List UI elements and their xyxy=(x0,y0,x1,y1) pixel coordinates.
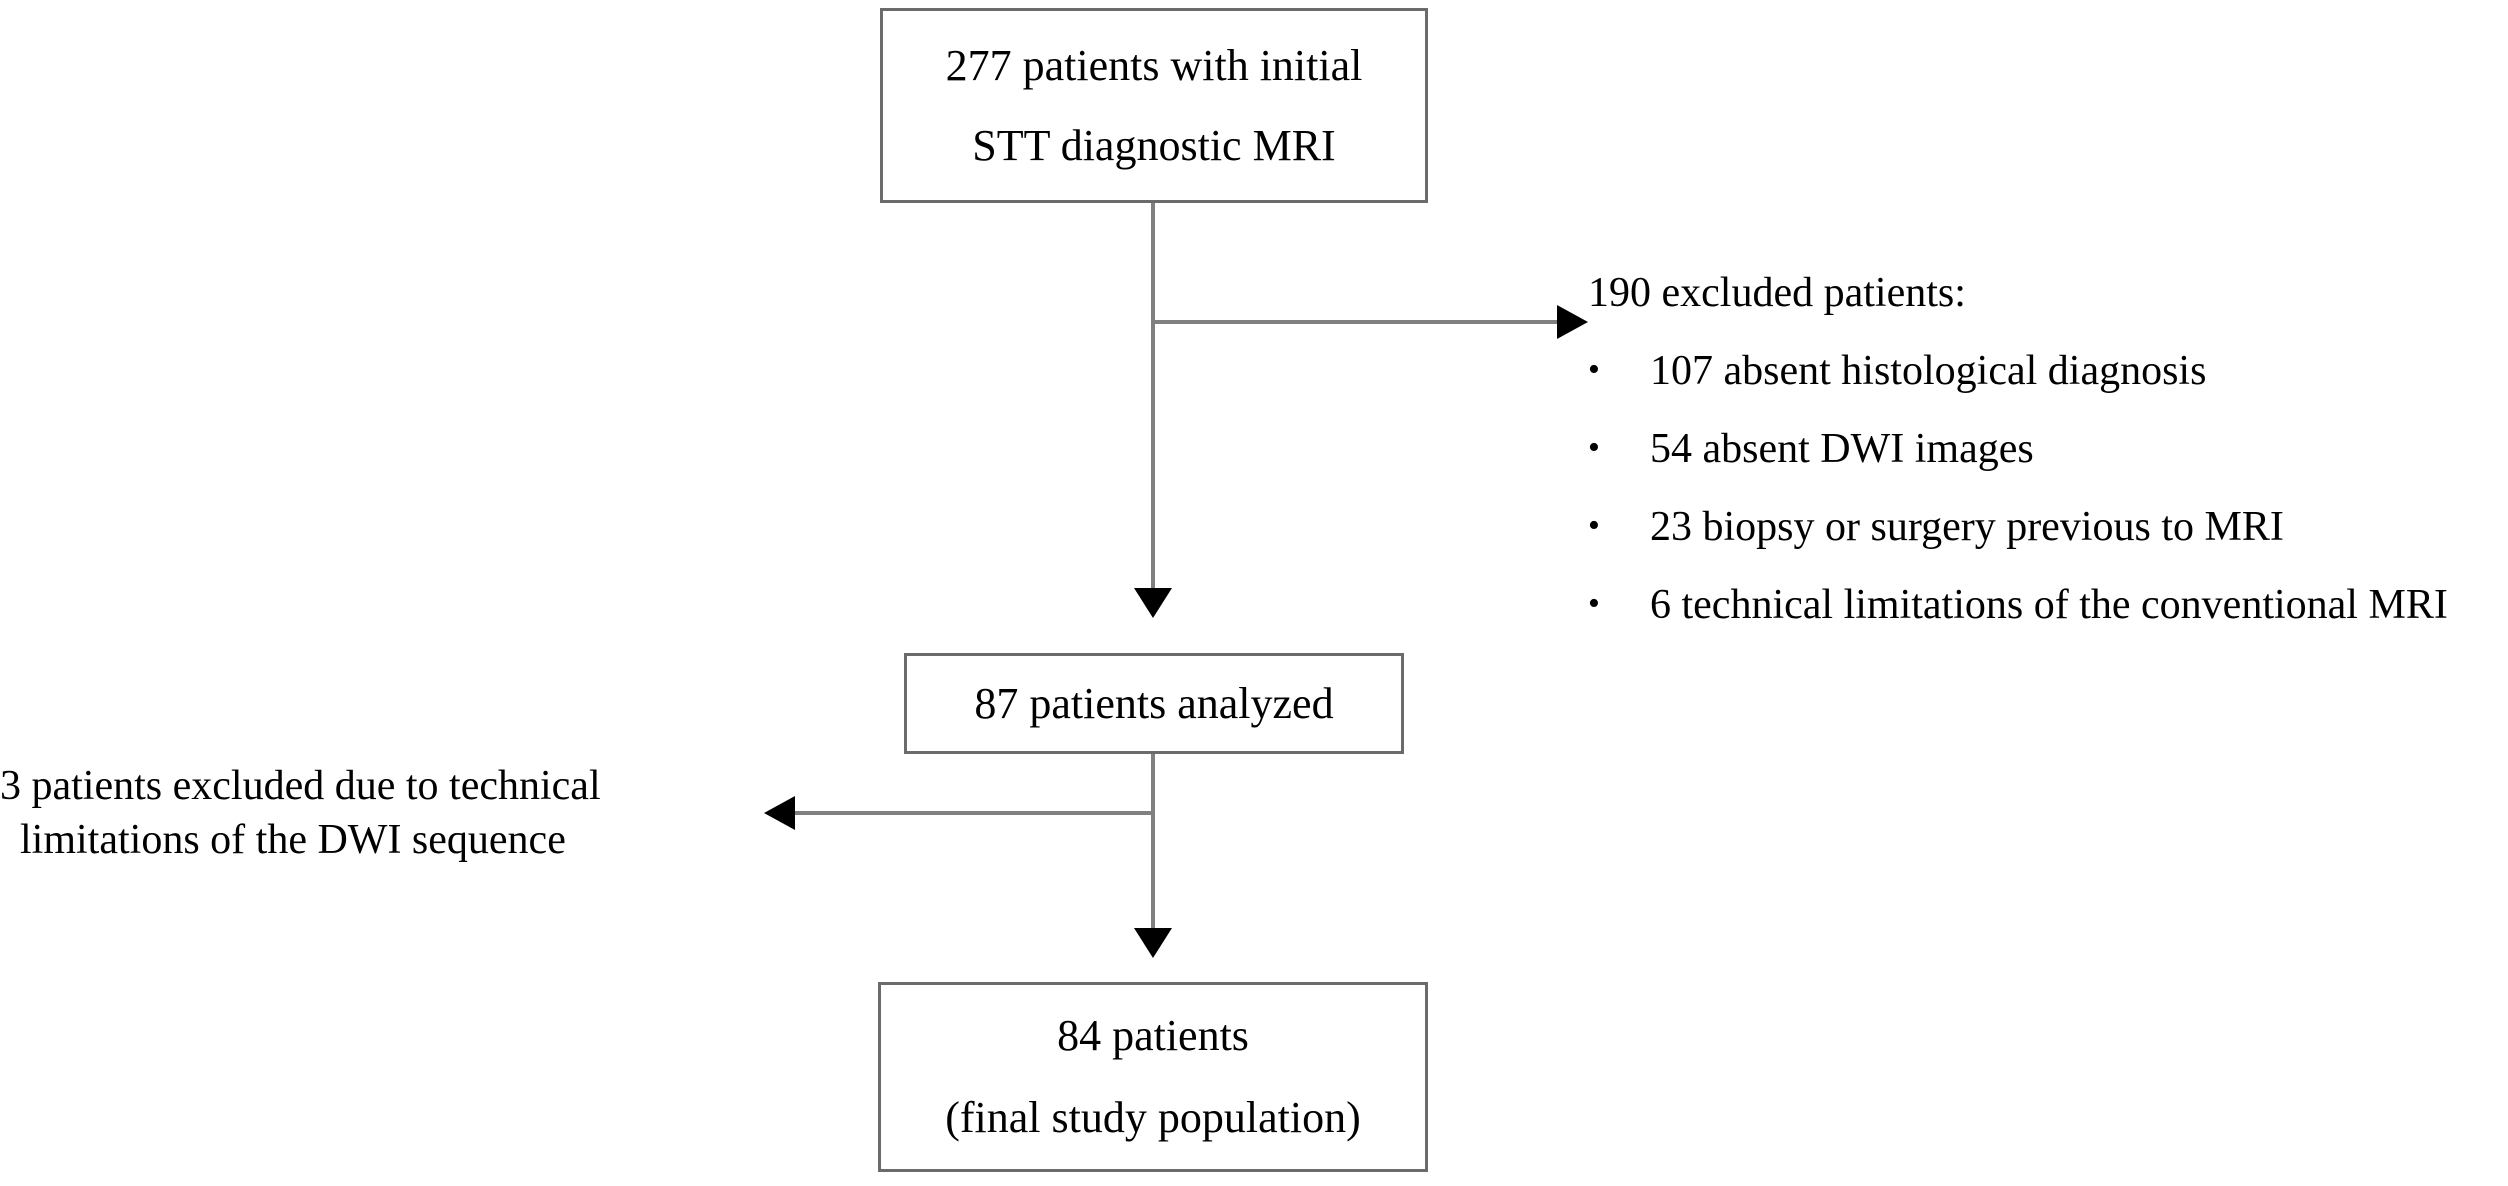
connector-to-left-exclusion xyxy=(792,811,1153,815)
arrow-right-icon xyxy=(1557,305,1588,339)
exclusion-item-text: 107 absent histological diagnosis xyxy=(1650,348,2207,394)
exclusions-list: 190 excluded patients: • 107 absent hist… xyxy=(1588,272,2500,626)
bullet-icon: • xyxy=(1588,585,1600,622)
exclusion-item-text: 6 technical limitations of the conventio… xyxy=(1650,582,2448,628)
list-item: • 23 biopsy or surgery previous to MRI xyxy=(1588,506,2500,548)
list-item: • 6 technical limitations of the convent… xyxy=(1588,584,2500,626)
node-initial-cohort: 277 patients with initial STT diagnostic… xyxy=(880,8,1428,203)
bullet-icon: • xyxy=(1588,429,1600,466)
node-final-population: 84 patients (final study population) xyxy=(878,982,1428,1172)
bullet-icon: • xyxy=(1588,507,1600,544)
bullet-icon: • xyxy=(1588,351,1600,388)
left-exclusion-line-1: 3 patients excluded due to technical xyxy=(0,763,601,809)
arrow-down-icon xyxy=(1134,928,1172,958)
node-final-line-2: (final study population) xyxy=(945,1093,1361,1142)
arrow-down-icon xyxy=(1134,588,1172,618)
list-item: • 54 absent DWI images xyxy=(1588,428,2500,470)
exclusion-item-text: 54 absent DWI images xyxy=(1650,426,2034,472)
list-item: • 107 absent histological diagnosis xyxy=(1588,350,2500,392)
left-exclusion-note: 3 patients excluded due to technical lim… xyxy=(0,760,740,868)
exclusions-heading: 190 excluded patients: xyxy=(1588,270,1966,316)
connector-analyzed-to-final xyxy=(1151,754,1155,931)
exclusion-item-text: 23 biopsy or surgery previous to MRI xyxy=(1650,504,2284,550)
connector-to-exclusions xyxy=(1153,320,1565,324)
connector-initial-to-analyzed xyxy=(1151,203,1155,591)
arrow-left-icon xyxy=(764,796,795,830)
node-initial-line-2: STT diagnostic MRI xyxy=(972,120,1336,170)
left-exclusion-line-2: limitations of the DWI sequence xyxy=(20,816,566,863)
node-analyzed-cohort: 87 patients analyzed xyxy=(904,653,1404,754)
node-analyzed-line-1: 87 patients analyzed xyxy=(974,678,1334,728)
node-final-line-1: 84 patients xyxy=(1057,1011,1249,1060)
node-initial-line-1: 277 patients with initial xyxy=(945,40,1363,90)
